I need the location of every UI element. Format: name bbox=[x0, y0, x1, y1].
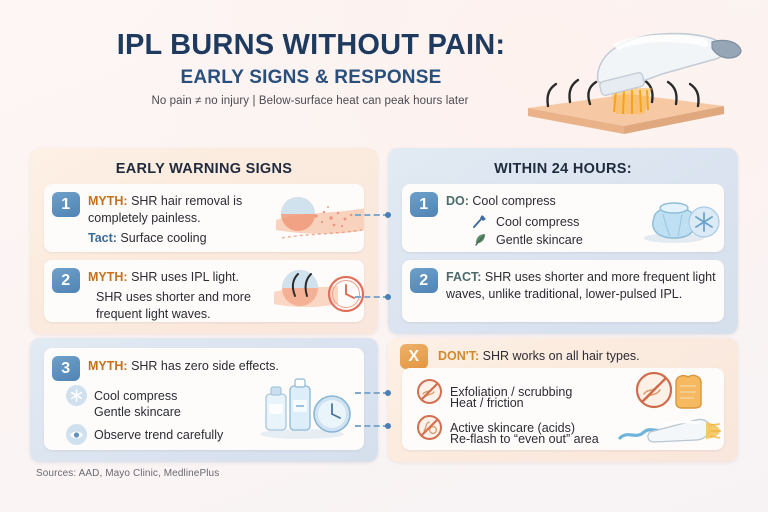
panel-heading-early-warning-signs: EARLY WARNING SIGNS bbox=[115, 161, 293, 177]
compress-pin-icon bbox=[470, 212, 489, 231]
bullet-gentle-skincare-label: Gentle skincare bbox=[496, 232, 583, 247]
bullet-gentle-skincare-label: Gentle skincare bbox=[94, 405, 181, 419]
skincare-bottles-and-clock-icon bbox=[254, 376, 358, 447]
bullet-observe-trend: Observe trend carefully bbox=[66, 424, 223, 445]
label-myth: MYTH: bbox=[88, 194, 128, 208]
connector-dash bbox=[355, 425, 389, 427]
irritated-skin-closeup-icon bbox=[276, 186, 364, 251]
connector-dot bbox=[385, 294, 391, 300]
bullet-cool-compress-label: Cool compress bbox=[496, 214, 580, 229]
card-dont-list[interactable]: Exfoliation / scrubbing Heat / friction bbox=[402, 368, 724, 450]
panel-heading-within-24-hours: WITHIN 24 HOURS: bbox=[494, 161, 632, 177]
connector-dash bbox=[355, 214, 389, 216]
label-fact: FACT: bbox=[446, 270, 482, 284]
connector-line-3 bbox=[355, 390, 391, 396]
bullet-cool-compress-label: Cool compress bbox=[94, 388, 178, 403]
bullet-active-skincare-label: Active skincare (acids) bbox=[450, 420, 576, 435]
bullet-cool-compress: Cool compress bbox=[66, 385, 177, 406]
card-fact-2-body: SHR uses shorter and more frequent light… bbox=[446, 270, 716, 301]
card-do-1-body: Cool compress bbox=[472, 194, 556, 208]
connector-dot bbox=[385, 390, 391, 396]
bullet-heat-friction: Heat / friction bbox=[450, 396, 524, 410]
badge-number-2: 2 bbox=[410, 268, 438, 293]
eye-icon bbox=[66, 424, 87, 445]
card-dont-body: SHR works on all hair types. bbox=[482, 349, 640, 363]
card-myth-1-sub-text: Surface cooling bbox=[120, 231, 207, 245]
panel-dont: X DON'T: SHR works on all hair types. bbox=[388, 338, 738, 462]
card-myth-1-body: SHR hair removal is completely painless. bbox=[88, 194, 243, 225]
bullet-heat-friction-label: Heat / friction bbox=[450, 396, 524, 410]
connector-line-2 bbox=[355, 294, 391, 300]
card-myth-3-body: SHR has zero side effects. bbox=[131, 359, 279, 373]
card-myth-3[interactable]: 3 MYTH: SHR has zero side effects. bbox=[44, 348, 364, 450]
badge-number-2: 2 bbox=[52, 268, 80, 293]
label-dont: DON'T: bbox=[438, 349, 480, 363]
header-tagline: No pain ≠ no injury | Below-surface heat… bbox=[151, 95, 469, 107]
label-myth: MYTH: bbox=[88, 359, 128, 373]
card-do-1-text: DO: Cool compress bbox=[446, 193, 636, 210]
card-myth-2[interactable]: 2 MYTH: SHR uses IPL light. SHR uses sho… bbox=[44, 260, 364, 322]
dont-header-row: X DON'T: SHR works on all hair types. bbox=[396, 342, 730, 370]
bullet-observe-trend-label: Observe trend carefully bbox=[94, 427, 224, 442]
bullet-re-flash: Re-flash to “even out” area bbox=[450, 432, 599, 446]
label-do: DO: bbox=[446, 194, 469, 208]
card-myth-1-text: MYTH: SHR hair removal is completely pai… bbox=[88, 193, 288, 226]
card-myth-3-text: MYTH: SHR has zero side effects. bbox=[88, 358, 338, 375]
connector-dash bbox=[355, 296, 389, 298]
snowflake-icon bbox=[66, 385, 87, 406]
bullet-active-skincare: Active skincare (acids) bbox=[416, 414, 575, 441]
card-myth-2-body: SHR uses IPL light. bbox=[131, 270, 239, 284]
no-acid-icon bbox=[416, 414, 443, 441]
connector-dot bbox=[385, 423, 391, 429]
card-myth-1-sub: Tact: Surface cooling bbox=[88, 230, 298, 247]
toast-scrub-icon bbox=[632, 368, 716, 419]
ipl-device-firing-icon bbox=[614, 412, 722, 450]
page-subtitle: EARLY SIGNS & RESPONSE bbox=[180, 67, 442, 88]
panel-myth-side-effects: 3 MYTH: SHR has zero side effects. bbox=[30, 338, 378, 462]
card-fact-2-text: FACT: SHR uses shorter and more frequent… bbox=[446, 269, 716, 302]
connector-dash bbox=[355, 392, 389, 394]
card-do-1[interactable]: 1 DO: Cool compress Cool compress bbox=[402, 184, 724, 252]
bullet-exfoliation-label: Exfoliation / scrubbing bbox=[450, 384, 573, 399]
bullet-gentle-skincare: Gentle skincare bbox=[470, 230, 583, 249]
card-myth-1[interactable]: 1 MYTH: SHR hair removal is completely p… bbox=[44, 184, 364, 252]
ice-bag-with-snowflake-icon bbox=[630, 188, 722, 252]
bullet-exfoliation: Exfoliation / scrubbing bbox=[416, 378, 572, 405]
bullet-gentle-skincare: Gentle skincare bbox=[94, 405, 181, 419]
page-title: IPL BURNS WITHOUT PAIN: bbox=[116, 29, 506, 61]
bullet-re-flash-label: Re-flash to “even out” area bbox=[450, 432, 599, 446]
bullet-cool-compress: Cool compress bbox=[470, 212, 579, 231]
connector-dot bbox=[385, 212, 391, 218]
connector-line-1 bbox=[355, 212, 391, 218]
panel-within-24-hours: WITHIN 24 HOURS: 1 DO: Cool compress C bbox=[388, 148, 738, 334]
badge-number-1: 1 bbox=[410, 192, 438, 217]
panel-early-warning-signs: EARLY WARNING SIGNS 1 MYTH: SHR hair rem… bbox=[30, 148, 378, 334]
hair-follicle-and-clock-icon bbox=[274, 262, 364, 322]
leaf-icon bbox=[470, 230, 489, 249]
card-dont-text: DON'T: SHR works on all hair types. bbox=[438, 348, 728, 365]
ipl-handpiece-icon bbox=[512, 22, 752, 138]
card-fact-2[interactable]: 2 FACT: SHR uses shorter and more freque… bbox=[402, 260, 724, 322]
no-scrub-icon bbox=[416, 378, 443, 405]
badge-number-3: 3 bbox=[52, 356, 80, 381]
badge-number-1: 1 bbox=[52, 192, 80, 217]
header: IPL BURNS WITHOUT PAIN: EARLY SIGNS & RE… bbox=[0, 0, 768, 136]
badge-x: X bbox=[400, 344, 428, 369]
label-myth: MYTH: bbox=[88, 270, 128, 284]
card-myth-2-sub-text: SHR uses shorter and more frequent light… bbox=[96, 290, 251, 321]
sources-footer: Sources: AAD, Mayo Clinic, MedlinePlus bbox=[36, 468, 220, 479]
connector-line-4 bbox=[355, 423, 391, 429]
label-tact: Tact: bbox=[88, 231, 117, 245]
card-myth-2-text: MYTH: SHR uses IPL light. bbox=[88, 269, 288, 286]
